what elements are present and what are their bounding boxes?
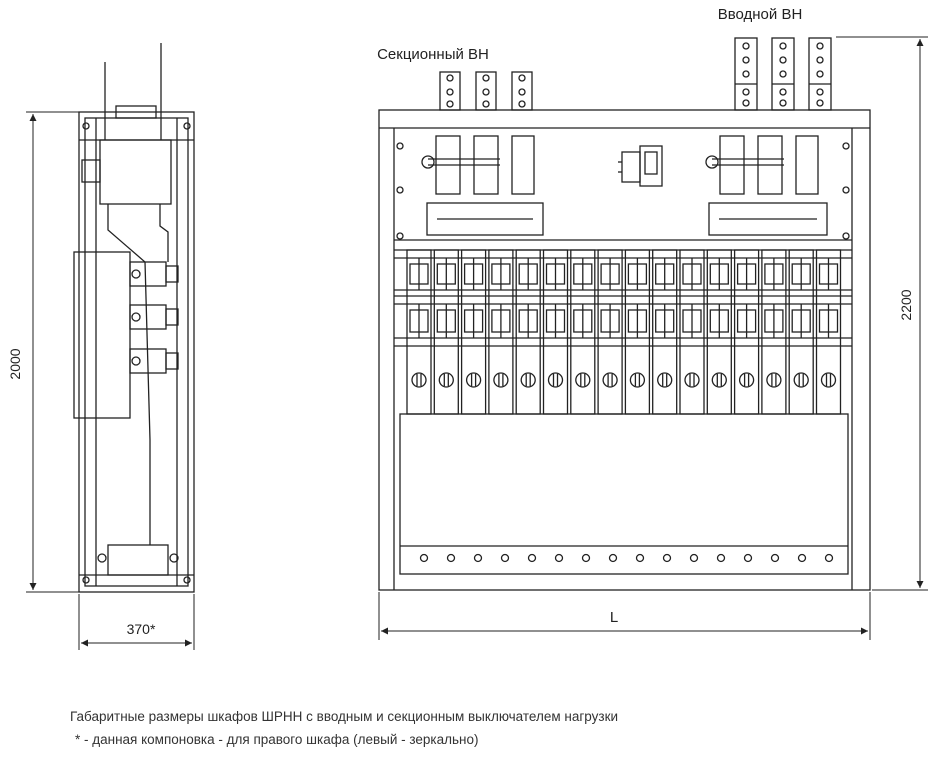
breaker xyxy=(815,249,842,415)
bus-hole xyxy=(797,553,807,563)
breaker xyxy=(624,249,651,415)
bus-hole xyxy=(770,553,780,563)
side-view xyxy=(73,43,195,593)
bus-hole xyxy=(581,553,591,563)
bus-hole xyxy=(716,553,726,563)
breaker xyxy=(761,249,787,415)
bus-hole xyxy=(743,553,753,563)
breaker xyxy=(570,249,596,415)
sectional-switch xyxy=(421,135,544,236)
middle-device xyxy=(618,145,663,187)
breaker xyxy=(488,249,514,415)
breaker xyxy=(788,249,814,415)
breaker xyxy=(733,249,760,415)
bus-hole xyxy=(608,553,618,563)
breaker xyxy=(542,249,569,415)
breaker xyxy=(706,249,732,415)
caption-line-1: Габаритные размеры шкафов ШРНН с вводным… xyxy=(70,709,619,724)
breaker xyxy=(460,249,487,415)
bus-hole xyxy=(419,553,429,563)
bus-hole xyxy=(635,553,645,563)
input-switch xyxy=(705,135,828,236)
depth-label: 370* xyxy=(127,621,156,637)
breaker xyxy=(679,249,705,415)
breaker-row xyxy=(406,249,842,415)
breaker xyxy=(597,249,623,415)
breaker xyxy=(406,249,432,415)
bus-hole xyxy=(662,553,672,563)
input-switch-label: Вводной ВН xyxy=(718,6,803,23)
bus-hole xyxy=(500,553,510,563)
width-label: L xyxy=(610,609,618,626)
bus-hole xyxy=(527,553,537,563)
sectional-switch-label: Секционный ВН xyxy=(377,46,489,63)
side-dimensions xyxy=(26,111,195,650)
bus-hole xyxy=(446,553,456,563)
breaker xyxy=(433,249,459,415)
sectional-terminals xyxy=(439,71,533,111)
input-terminals xyxy=(734,37,832,111)
bus-hole xyxy=(689,553,699,563)
bus-hole xyxy=(473,553,483,563)
bus-hole xyxy=(824,553,834,563)
height-front-label: 2200 xyxy=(898,289,914,320)
bus-hole-row xyxy=(419,553,834,563)
front-dimensions xyxy=(378,36,928,640)
height-side-label: 2000 xyxy=(7,348,23,379)
front-view xyxy=(378,37,871,591)
breaker xyxy=(515,249,541,415)
bus-hole xyxy=(554,553,564,563)
caption-line-2: * - данная компоновка - для правого шкаф… xyxy=(75,732,479,747)
breaker xyxy=(652,249,678,415)
